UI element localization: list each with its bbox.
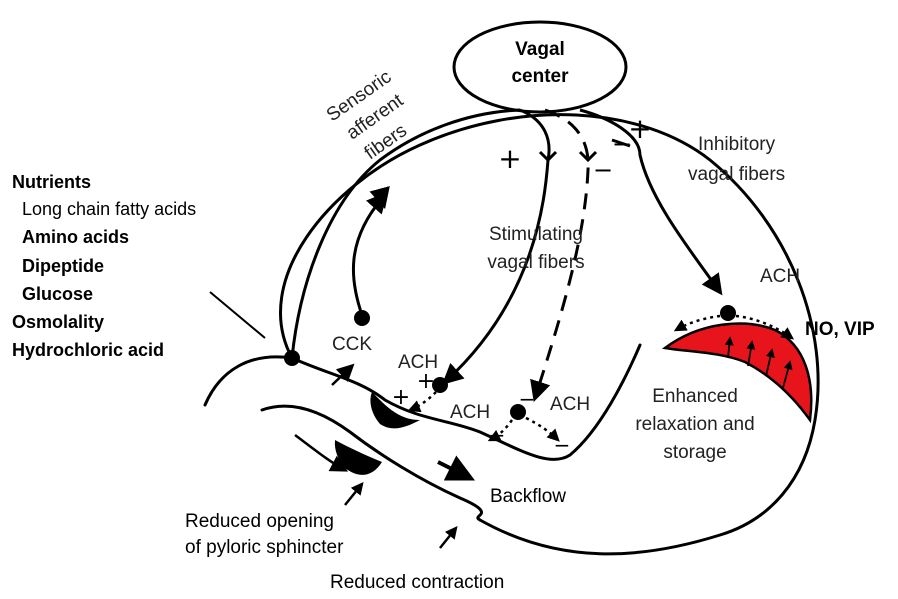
fundus-relaxation-region <box>661 322 813 424</box>
cck-label: CCK <box>332 334 372 355</box>
stimulating-label-1: Stimulating <box>489 224 583 245</box>
no-vip-release-left <box>673 314 721 332</box>
sign-minus-2: − <box>612 130 632 158</box>
pyloric-sphincter-upper <box>370 392 420 429</box>
vagal-center-line2: center <box>511 66 569 87</box>
pyloric-label-2: of pyloric sphincter <box>185 537 344 558</box>
relaxation-label-3: storage <box>663 442 726 463</box>
afferent-arrow <box>369 186 390 210</box>
cck-afferent-branch <box>351 191 388 316</box>
backflow-label: Backflow <box>490 486 566 507</box>
ach-label-1: ACH <box>398 352 438 373</box>
backflow-arrow <box>437 455 476 481</box>
ach-release-left-1 <box>407 391 437 413</box>
inhibitory-label-1: Inhibitory <box>698 134 776 155</box>
stomach-outline <box>203 113 820 556</box>
fundus-relaxation-arrows <box>724 336 793 389</box>
sign-plus-1: + <box>498 142 521 175</box>
ach-label-4: ACH <box>760 266 800 287</box>
ach-label-3: ACH <box>550 394 590 415</box>
nutrient-item-0: Long chain fatty acids <box>22 199 196 219</box>
sign-minus-3: − <box>519 387 536 411</box>
synapse-ticks <box>538 138 631 163</box>
relaxation-label-1: Enhanced <box>652 386 738 407</box>
sign-minus-5: − <box>554 433 571 457</box>
vagal-center-line1: Vagal <box>515 39 565 60</box>
ach-release-right-2 <box>525 416 560 442</box>
nutrient-item-1: Amino acids <box>22 227 129 247</box>
no-vip-release-right <box>735 314 795 340</box>
sign-plus-2: + <box>628 112 651 145</box>
reduced-contraction-pointer <box>439 526 458 549</box>
nutrient-item-2: Dipeptide <box>22 256 104 276</box>
pyloric-pointer-arrow <box>344 482 364 506</box>
sensory-afferent-fiber <box>290 108 521 359</box>
sign-plus-3: + <box>417 369 435 394</box>
sign-minus-4: − <box>489 423 506 447</box>
sign-plus-4: + <box>392 385 410 410</box>
sign-minus-1: − <box>593 156 613 184</box>
ach-label-2: ACH <box>450 402 490 423</box>
stimulating-label-2: vagal fibers <box>487 252 584 273</box>
inhibitory-label-2: vagal fibers <box>688 164 785 185</box>
neuron-dots <box>284 305 736 420</box>
pyloric-label-1: Reduced opening <box>185 511 334 532</box>
nutrient-item-3: Glucose <box>22 284 93 304</box>
ach-release-left-2 <box>487 419 514 442</box>
reduced-contraction-label: Reduced contraction <box>330 572 504 593</box>
contraction-arrow <box>294 434 349 472</box>
osmolality-label: Osmolality <box>12 312 104 332</box>
cck-arrow <box>331 363 355 386</box>
stimulating-fiber-dashed <box>530 108 590 402</box>
inhibitory-fiber <box>579 108 723 296</box>
no-vip-label: NO, VIP <box>805 319 875 340</box>
vagal-center-ellipse <box>452 20 628 114</box>
stimulating-fiber-solid <box>441 108 551 385</box>
relaxation-label-2: relaxation and <box>635 414 754 435</box>
nutrients-title: Nutrients <box>12 172 91 192</box>
hcl-label: Hydrochloric acid <box>12 340 164 360</box>
nutrients-pointer-line <box>209 291 266 339</box>
